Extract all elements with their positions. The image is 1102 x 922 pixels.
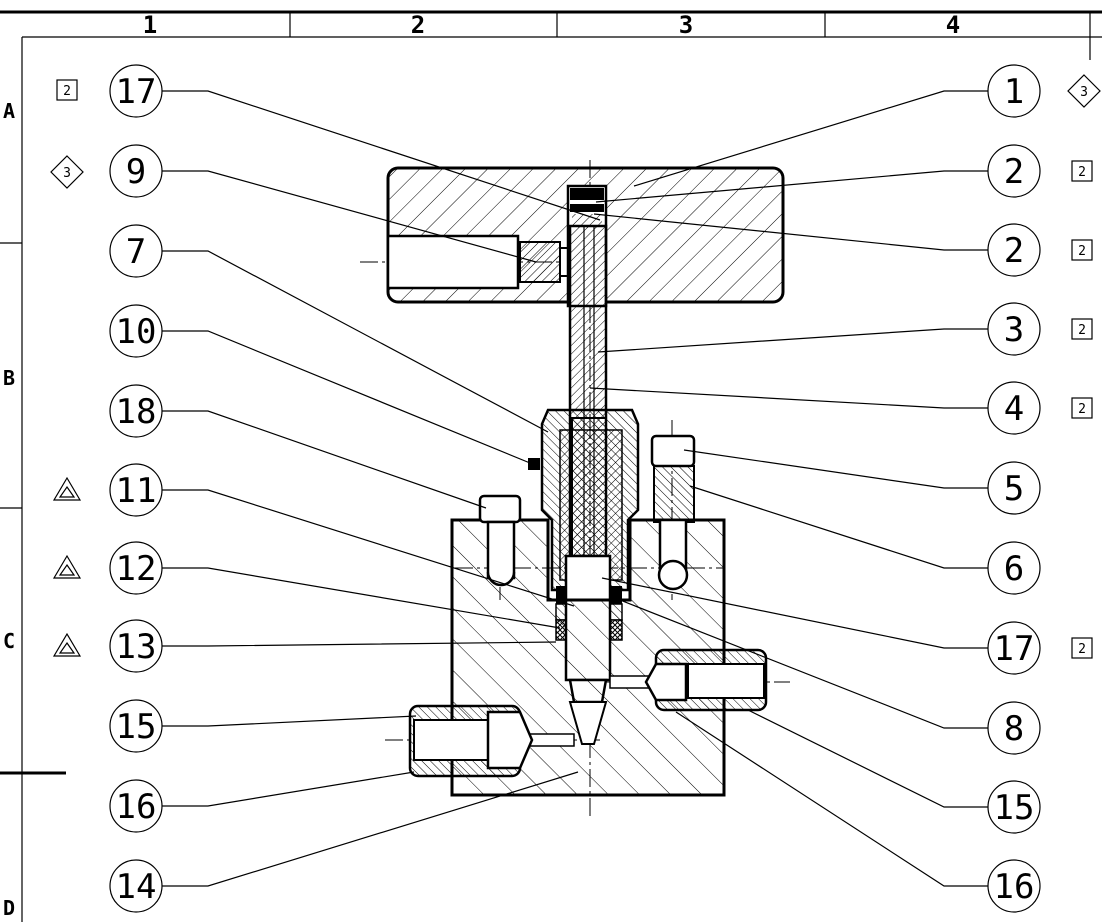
balloon-number: 9 — [126, 152, 146, 192]
balloon-number: 13 — [116, 627, 157, 667]
balloon: 13 — [109, 619, 163, 673]
mark-number: 2 — [1078, 165, 1086, 180]
balloon-number: 11 — [116, 471, 157, 511]
balloon-number: 14 — [116, 867, 157, 907]
balloon-number: 15 — [116, 707, 157, 747]
diamond-mark-icon: 3 — [1067, 74, 1101, 108]
mark-number: 2 — [1078, 642, 1086, 657]
mark-number: 3 — [1080, 85, 1088, 100]
balloon: 9 — [109, 144, 163, 198]
balloon-number: 6 — [1004, 549, 1024, 589]
row-label: A — [3, 99, 15, 123]
balloon-number: 17 — [116, 72, 157, 112]
balloon: 16 — [987, 859, 1041, 913]
balloons-right: 1 2 2 3 4 5 6 17 8 15 16 — [987, 64, 1041, 913]
square-mark-icon: 2 — [1071, 160, 1093, 182]
balloon: 4 — [987, 381, 1041, 435]
balloon: 15 — [987, 780, 1041, 834]
balloon-number: 1 — [1004, 72, 1024, 112]
drawing-frame: 1 2 3 4 A B C D — [0, 10, 1102, 922]
balloon-number: 16 — [994, 867, 1035, 907]
balloons-left: 17 9 7 10 18 11 12 13 15 16 14 — [109, 64, 163, 913]
balloon: 12 — [109, 541, 163, 595]
mark-number: 2 — [1078, 244, 1086, 259]
zone-label: 4 — [946, 11, 960, 39]
diamond-mark-icon: 3 — [50, 155, 84, 189]
balloon-number: 10 — [116, 312, 157, 352]
right-fitting — [644, 648, 768, 712]
balloon: 8 — [987, 701, 1041, 755]
row-label: B — [3, 366, 15, 390]
balloon-number: 4 — [1004, 389, 1024, 429]
leader-lines — [162, 90, 988, 887]
zone-label: 2 — [411, 11, 425, 39]
balloon: 11 — [109, 463, 163, 517]
balloon-number: 3 — [1004, 310, 1024, 350]
triangle-mark-icon — [52, 476, 82, 501]
balloon: 6 — [987, 541, 1041, 595]
balloon: 2 — [987, 144, 1041, 198]
square-mark-icon: 2 — [56, 79, 78, 101]
balloon-number: 5 — [1004, 469, 1024, 509]
row-label: C — [3, 629, 15, 653]
balloon: 17 — [109, 64, 163, 118]
mark-number: 2 — [63, 84, 71, 99]
balloon: 1 — [987, 64, 1041, 118]
balloon-number: 7 — [126, 232, 146, 272]
balloon-number: 18 — [116, 392, 157, 432]
triangle-mark-icon — [52, 554, 82, 579]
balloon: 7 — [109, 224, 163, 278]
balloon-number: 15 — [994, 788, 1035, 828]
balloon-number: 8 — [1004, 709, 1024, 749]
balloon: 15 — [109, 699, 163, 753]
left-fitting — [408, 704, 534, 778]
balloon: 17 — [987, 621, 1041, 675]
balloon: 14 — [109, 859, 163, 913]
row-label: D — [3, 896, 15, 920]
balloon-number: 16 — [116, 787, 157, 827]
balloon: 2 — [987, 223, 1041, 277]
balloon-number: 2 — [1004, 152, 1024, 192]
triangle-mark-icon — [52, 632, 82, 657]
square-mark-icon: 2 — [1071, 637, 1093, 659]
balloon-number: 17 — [994, 629, 1035, 669]
markers-right: 3 2 2 2 2 2 — [1067, 74, 1101, 659]
zone-label: 1 — [143, 11, 157, 39]
mark-number: 3 — [63, 166, 71, 181]
square-mark-icon: 2 — [1071, 239, 1093, 261]
balloon: 16 — [109, 779, 163, 833]
markers-left: 2 3 — [50, 79, 84, 657]
balloon-number: 12 — [116, 549, 157, 589]
balloon: 18 — [109, 384, 163, 438]
mark-number: 2 — [1078, 402, 1086, 417]
square-mark-icon: 2 — [1071, 397, 1093, 419]
mark-number: 2 — [1078, 323, 1086, 338]
balloon-number: 2 — [1004, 231, 1024, 271]
square-mark-icon: 2 — [1071, 318, 1093, 340]
balloon: 5 — [987, 461, 1041, 515]
zone-label: 3 — [679, 11, 693, 39]
balloon: 10 — [109, 304, 163, 358]
balloon: 3 — [987, 302, 1041, 356]
